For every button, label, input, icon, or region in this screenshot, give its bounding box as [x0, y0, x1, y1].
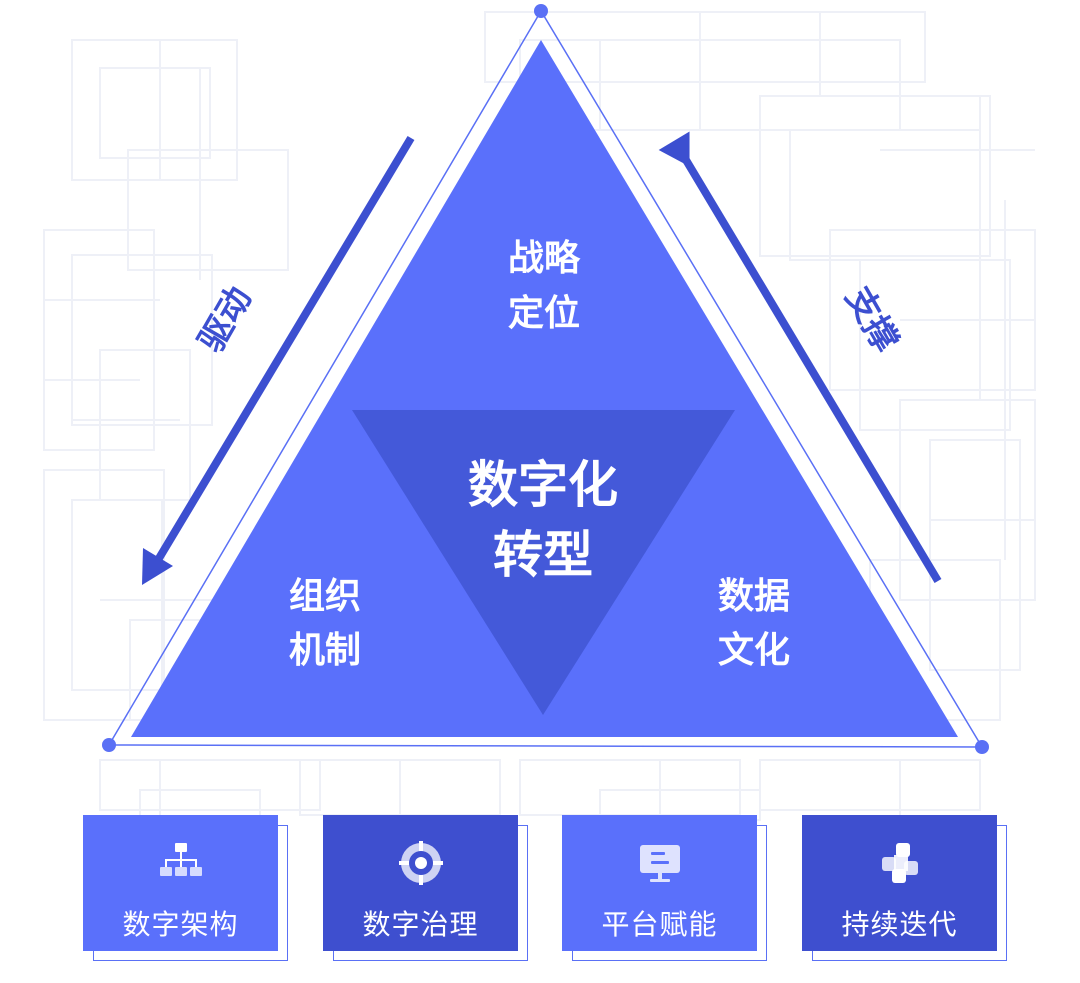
- puzzle-icon: [881, 843, 918, 883]
- main-triangle: [131, 40, 958, 737]
- card-face: 数字治理: [323, 815, 518, 951]
- center-line-2: 转型: [493, 526, 593, 584]
- card-digital-governance: 数字治理: [323, 815, 528, 961]
- card-label: 持续迭代: [841, 908, 958, 941]
- left-vertex-line-1: 组织: [289, 576, 361, 617]
- top-vertex-line-1: 战略: [508, 238, 581, 279]
- right-arrow-label: 支撑: [837, 280, 906, 359]
- card-face: 平台赋能: [562, 815, 757, 951]
- top-vertex-line-2: 定位: [508, 293, 580, 334]
- center-line-1: 数字化: [468, 456, 618, 514]
- vertex-dot-top: [534, 4, 548, 18]
- card-face: 数字架构: [83, 815, 278, 951]
- card-label: 平台赋能: [601, 908, 718, 941]
- vertex-dot-left: [102, 738, 116, 752]
- card-label: 数字架构: [122, 908, 239, 941]
- card-platform-enablement: 平台赋能: [562, 815, 767, 961]
- card-face: 持续迭代: [802, 815, 997, 951]
- target-icon: [398, 841, 443, 885]
- right-vertex-line-2: 文化: [718, 630, 790, 671]
- outer-triangle-outline: [107, 9, 984, 748]
- card-digital-architecture: 数字架构: [83, 815, 288, 961]
- card-label: 数字治理: [362, 908, 479, 941]
- card-continuous-iteration: 持续迭代: [802, 815, 1007, 961]
- left-vertex-line-2: 机制: [289, 630, 361, 671]
- vertex-dot-right: [975, 740, 989, 754]
- center-triangle: [352, 410, 735, 715]
- left-arrow: [142, 135, 415, 585]
- right-arrow: [658, 131, 942, 584]
- monitor-icon: [639, 845, 680, 882]
- right-vertex-line-1: 数据: [718, 576, 790, 617]
- org-chart-icon: [159, 843, 202, 876]
- left-arrow-label: 驱动: [191, 280, 260, 359]
